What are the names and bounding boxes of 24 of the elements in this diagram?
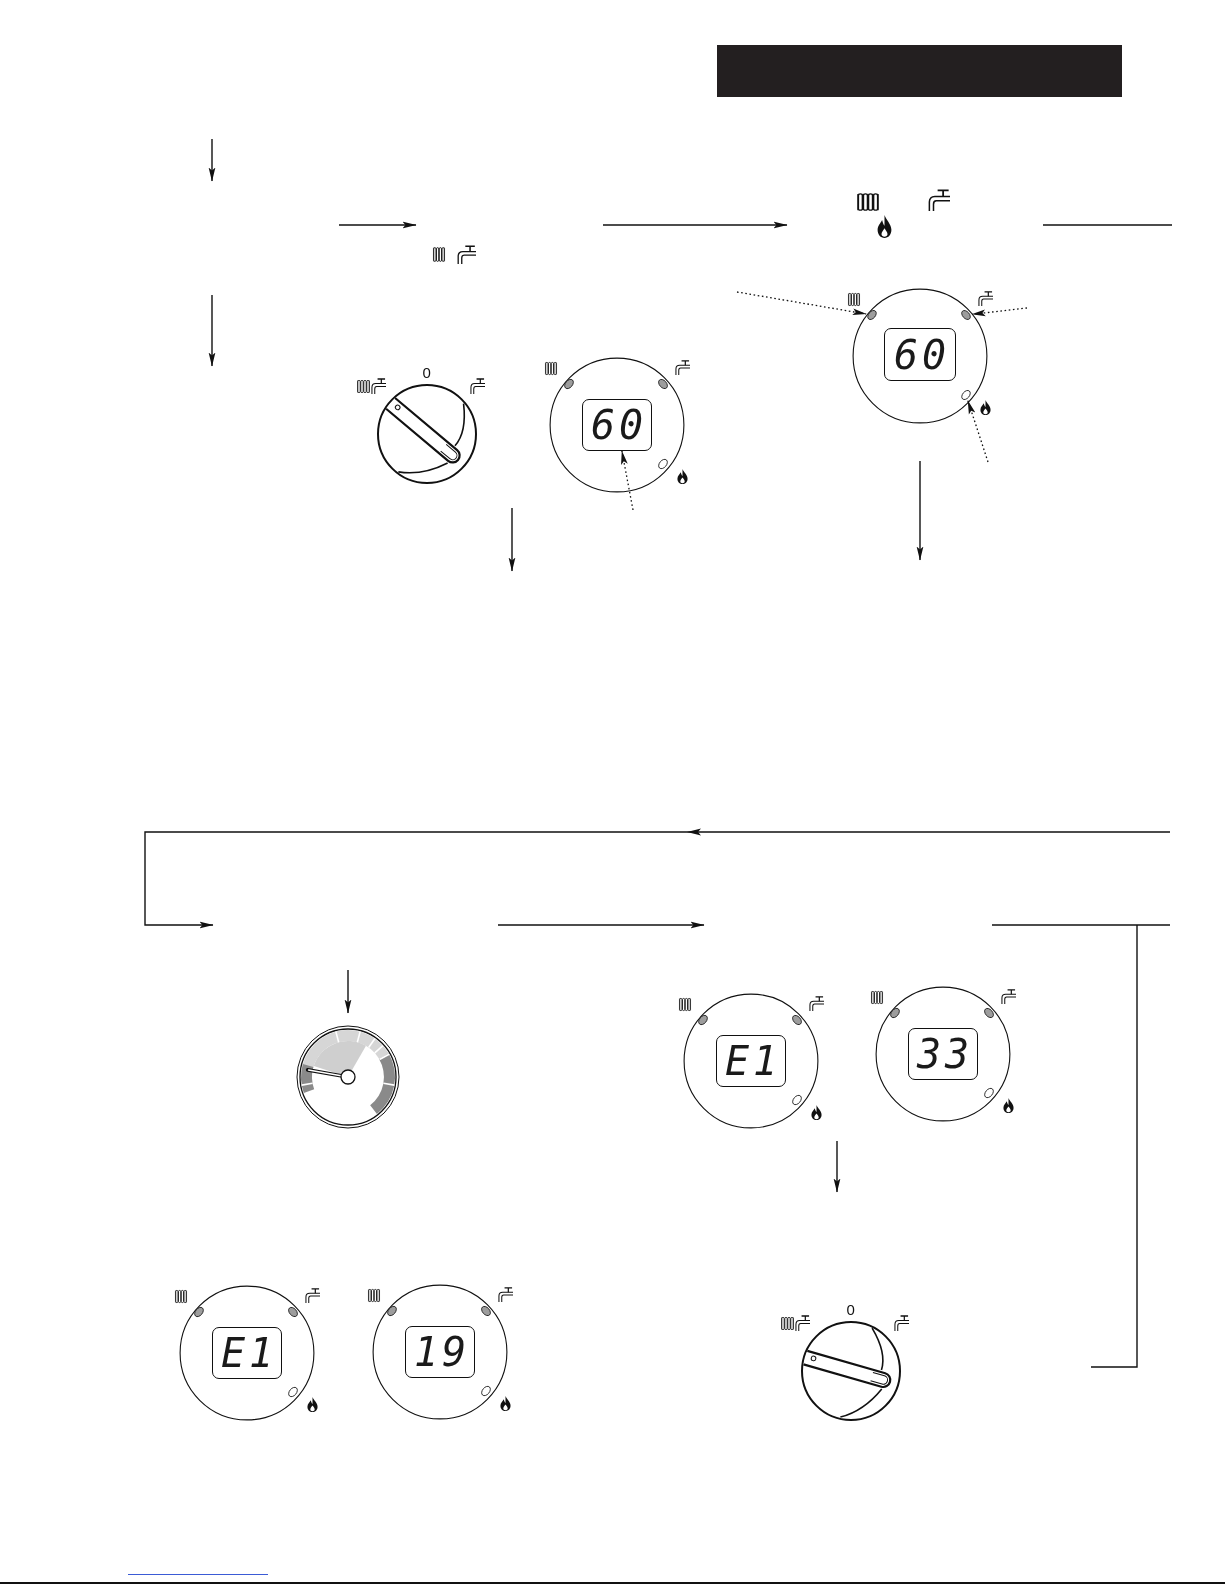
arrow: [344, 969, 352, 1014]
leader-line: [736, 291, 867, 316]
leader-line: [621, 450, 634, 511]
digital-readout: 60: [582, 399, 652, 451]
header-bar: [717, 45, 1122, 97]
display-panel: [683, 993, 819, 1129]
digital-readout: 60: [884, 328, 956, 381]
leader-line: [967, 400, 989, 463]
pressure-gauge: [296, 1025, 400, 1129]
display-panel: [179, 1285, 315, 1421]
dial-position-label: 0: [422, 365, 431, 380]
leader-line: [971, 307, 1028, 317]
dial-position-label: 0: [846, 1302, 855, 1317]
display-panel: [875, 986, 1011, 1122]
display-panel: [852, 288, 988, 424]
digital-readout: E1: [716, 1035, 786, 1087]
indicator-lamp: [960, 309, 972, 321]
display-panel: [372, 1284, 508, 1420]
indicator-lamp: [866, 309, 878, 321]
digital-readout: 19: [405, 1326, 475, 1378]
indicator-lamp: [960, 389, 972, 401]
display-panel: [549, 357, 685, 493]
digital-readout: E1: [212, 1327, 282, 1379]
digital-readout: 33: [908, 1028, 978, 1080]
